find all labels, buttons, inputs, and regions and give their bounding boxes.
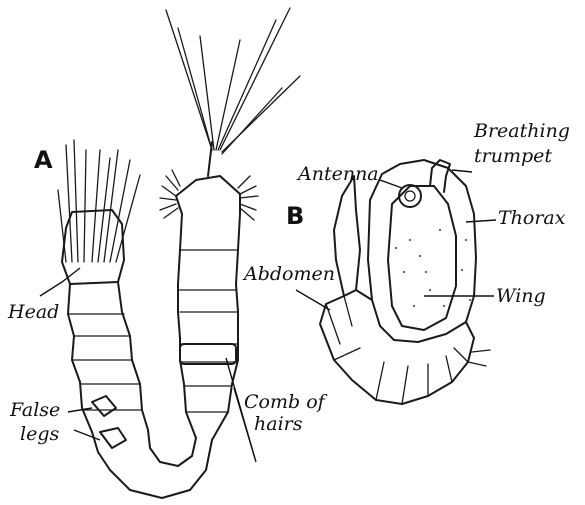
pupa-abdomen: [320, 290, 474, 404]
leader-head: [40, 268, 80, 296]
pupa-abdomen-segments: [326, 296, 468, 404]
larva-siphon: [176, 142, 240, 214]
larva-head-bristles: [58, 140, 140, 262]
label-false-legs-2: legs: [20, 423, 59, 445]
label-wing: Wing: [496, 285, 546, 307]
label-thorax: Thorax: [498, 207, 566, 229]
comb-segment: [180, 344, 236, 364]
larva-siphon-hairs: [166, 8, 300, 154]
label-head: Head: [7, 301, 59, 323]
panel-label-b: B: [286, 202, 304, 230]
larva-bottom: [110, 438, 212, 498]
leader-abdomen: [296, 290, 330, 310]
leader-antenna: [380, 180, 402, 188]
pupa-thorax: [368, 160, 476, 342]
larva-segments-left: [68, 282, 150, 470]
pupa-paddle: [334, 176, 360, 296]
label-comb-2: hairs: [254, 413, 303, 435]
larva-segments-right: [178, 214, 240, 440]
pupa-wing: [388, 186, 456, 330]
larva-segment-lines-right: [178, 250, 238, 412]
label-antenna: Antenna: [296, 163, 379, 185]
panel-label-a: A: [34, 146, 53, 174]
leader-thorax: [466, 220, 496, 222]
false-legs: [92, 396, 126, 448]
pupa-antenna: [399, 185, 421, 207]
label-comb-1: Comb of: [244, 391, 328, 413]
label-breathing-1: Breathing: [473, 120, 570, 142]
label-breathing-2: trumpet: [474, 145, 552, 167]
label-abdomen: Abdomen: [242, 263, 335, 285]
leader-breathing: [452, 170, 472, 172]
pupa-drawing: [320, 160, 490, 404]
label-false-legs-1: False: [9, 399, 60, 421]
